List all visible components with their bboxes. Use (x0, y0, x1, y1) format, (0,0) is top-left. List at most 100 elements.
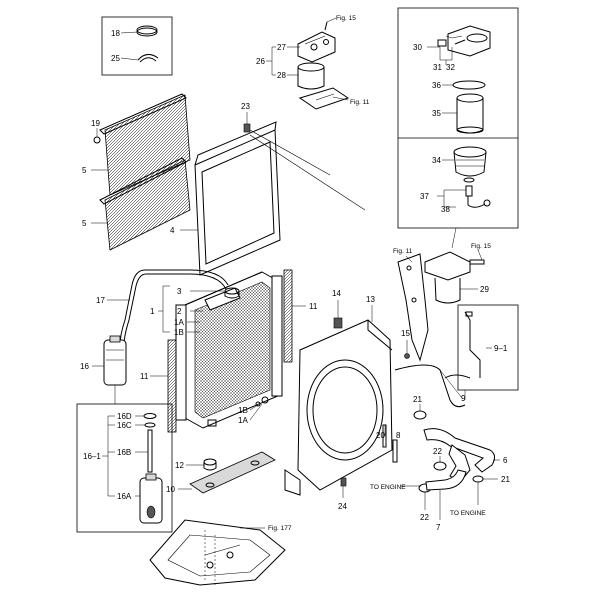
fan-shroud-13 (284, 317, 393, 496)
harness-9-1-inset (457, 304, 519, 391)
callout-16C: 16C (117, 421, 132, 430)
o-ring-36-icon (452, 80, 486, 90)
tank-16A-icon (139, 473, 163, 524)
callout-18: 18 (111, 29, 120, 38)
callout-1A: 1A (174, 318, 184, 327)
callout-11-right: 11 (309, 302, 318, 311)
fuel-filter-assembly-top: Fig. 15 Fig. 11 27 26 28 (256, 15, 370, 110)
callout-1: 1 (150, 307, 155, 316)
callout-32: 32 (446, 63, 455, 72)
callout-9: 9 (461, 394, 466, 403)
callout-14: 14 (332, 289, 341, 298)
callout-24: 24 (338, 502, 347, 511)
callout-6: 6 (503, 456, 508, 465)
fuel-filter-29 (424, 251, 485, 304)
bolt-15-icon (404, 353, 410, 359)
callout-13: 13 (366, 295, 375, 304)
callout-16B: 16B (117, 448, 131, 457)
callout-36: 36 (432, 81, 441, 90)
callout-16-1: 16–1 (83, 452, 101, 461)
gasket-16C-icon (144, 422, 156, 428)
fig-ref-15-top: Fig. 15 (336, 15, 356, 22)
callout-5a: 5 (82, 166, 87, 175)
to-engine-label-b: TO ENGINE (450, 510, 486, 517)
callout-1A-lower: 1A (238, 416, 248, 425)
cap-16D-icon (143, 413, 157, 419)
screen-5-upper (99, 93, 191, 196)
callout-16: 16 (80, 362, 89, 371)
callout-26: 26 (256, 57, 265, 66)
leader-4b (249, 129, 331, 176)
fig-ref-177: Fig. 177 (268, 525, 292, 532)
callout-1B: 1B (174, 328, 184, 337)
callout-12: 12 (175, 461, 184, 470)
reserve-tank-16 (103, 335, 127, 386)
screen-5-lower (99, 157, 191, 251)
bolt-23-icon (243, 123, 251, 133)
fig-ref-11-top: Fig. 11 (350, 99, 370, 106)
bolt-19-icon (93, 136, 101, 144)
under-cover-plate (149, 519, 286, 586)
filter-head-30-32 (437, 25, 491, 57)
hose-clamp-22-a (433, 461, 447, 471)
callout-10: 10 (166, 485, 175, 494)
to-engine-label-a: TO ENGINE (370, 484, 406, 491)
callout-38: 38 (441, 205, 450, 214)
side-seal-11-left (167, 339, 177, 433)
reserve-tank-inset-box: 16D 16C 16B 16A 16–1 (76, 403, 173, 533)
callout-16A: 16A (117, 492, 132, 501)
callout-28: 28 (277, 71, 286, 80)
callout-21b: 21 (501, 475, 510, 484)
filter-element-35 (456, 93, 484, 134)
callout-25: 25 (111, 54, 120, 63)
callout-23: 23 (241, 102, 250, 111)
callout-17: 17 (96, 296, 105, 305)
fuel-filter-bracket (397, 253, 429, 362)
fig-ref-11-mid: Fig. 11 (393, 248, 413, 255)
callout-34: 34 (432, 156, 441, 165)
bolt-8-icon (392, 439, 398, 463)
callout-1B-lower: 1B (238, 406, 248, 415)
callout-29: 29 (480, 285, 489, 294)
callout-8: 8 (396, 431, 401, 440)
leader-4-to-shroud (249, 134, 366, 211)
callout-7: 7 (436, 523, 441, 532)
hose-clamp-21-b (472, 475, 484, 483)
side-seal-11-right (283, 269, 293, 363)
clip-25-icon (137, 54, 159, 63)
callout-30: 30 (413, 43, 422, 52)
callout-21a: 21 (413, 395, 422, 404)
callout-11-left: 11 (140, 372, 149, 381)
callout-31: 31 (433, 63, 442, 72)
drain-fittings-1A-1B (207, 396, 269, 427)
callout-37: 37 (420, 192, 429, 201)
callout-35: 35 (432, 109, 441, 118)
callout-20: 20 (376, 431, 385, 440)
drain-plug-37-38 (465, 185, 491, 208)
filter-bowl-34 (453, 146, 487, 183)
callout-5b: 5 (82, 219, 87, 228)
mount-rubber-12 (203, 458, 217, 471)
cover-4 (194, 121, 281, 276)
callout-16D: 16D (117, 412, 132, 421)
callout-3: 3 (177, 287, 182, 296)
callout-2: 2 (177, 307, 182, 316)
filter-cartridge-28 (297, 62, 325, 90)
callout-27: 27 (277, 43, 286, 52)
upper-hose-7 (425, 469, 467, 491)
wiring-harness-9 (394, 364, 471, 408)
callout-9-1: 9–1 (494, 344, 508, 353)
mount-plate-10 (189, 451, 276, 494)
overflow-hose-17 (119, 269, 229, 346)
bolt-20-icon (382, 424, 387, 448)
callout-15: 15 (401, 329, 410, 338)
radiator-core (175, 271, 283, 429)
hose-clamp-21-a (413, 410, 427, 420)
fig-ref-15-mid: Fig. 15 (471, 243, 491, 250)
fuel-filter-inset-box: 30 31 32 36 35 34 37 38 (397, 7, 519, 249)
callout-22a: 22 (433, 447, 442, 456)
callout-22b: 22 (420, 513, 429, 522)
bolt-24-icon (340, 477, 347, 487)
callout-4: 4 (170, 226, 175, 235)
